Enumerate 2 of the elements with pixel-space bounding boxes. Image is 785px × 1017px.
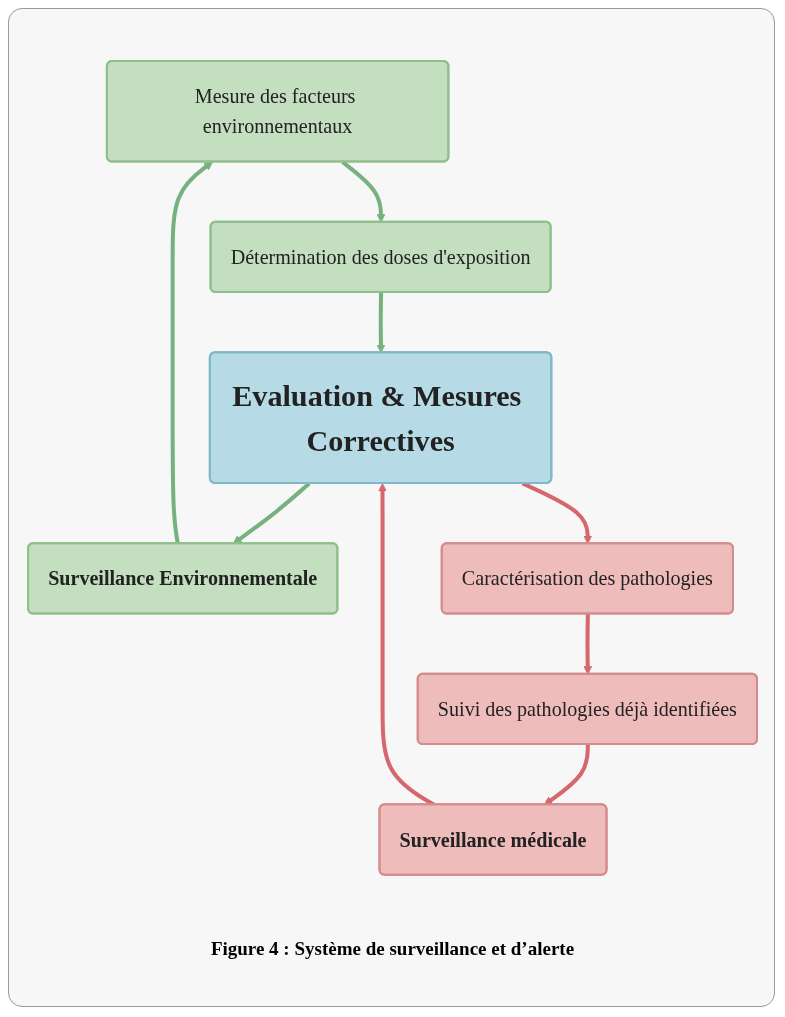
figure-caption: Figure 4 : Système de surveillance et d’alerte (209, 938, 576, 960)
arrow (543, 744, 590, 805)
